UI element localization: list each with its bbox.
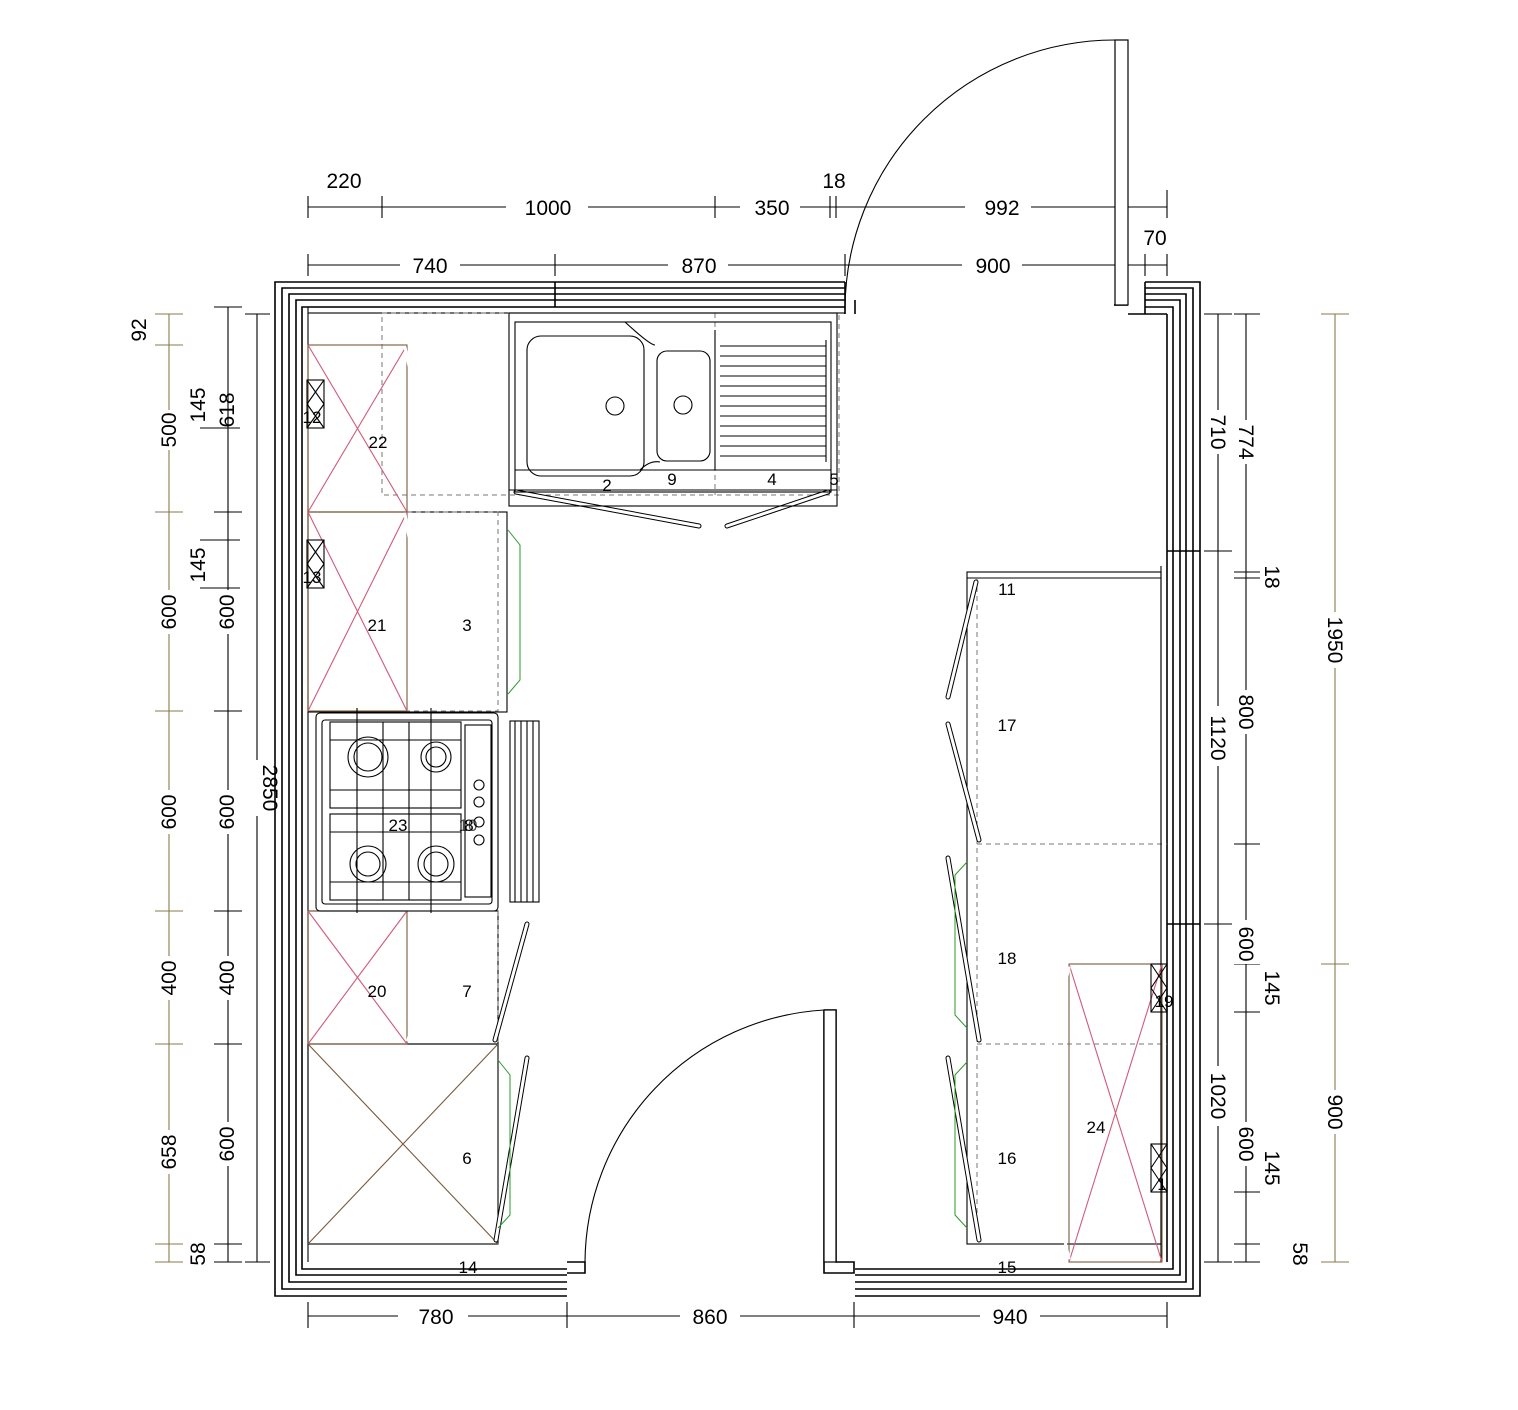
bottom-door[interactable] [584,1009,837,1263]
dim-left-400: 400 [158,960,181,995]
unit-label-16: 16 [998,1149,1017,1168]
dimension-labels: 220 1000 350 18 992 740 870 900 70 780 8… [128,170,1346,1329]
dim-right-710: 710 [1206,414,1229,449]
dim-bottom-860: 860 [692,1306,727,1329]
dim-top-1000: 1000 [525,197,572,220]
dim-left-58: 58 [187,1242,210,1265]
unit-label-22: 22 [369,433,388,452]
dim-right-774: 774 [1234,424,1257,459]
dim-right-58: 58 [1288,1242,1311,1265]
sink[interactable] [508,312,838,507]
unit-label-17: 17 [998,716,1017,735]
dim-left-618: 618 [216,392,239,427]
unit-label-21: 21 [368,616,387,635]
hob[interactable] [315,708,540,913]
dim-top-220: 220 [326,170,361,193]
unit-label-1: 1 [1157,1175,1166,1194]
dim-left-600a: 600 [158,594,181,629]
dim-top-70: 70 [1143,227,1166,250]
dim-right-18: 18 [1260,565,1283,588]
unit-label-2: 2 [602,476,611,495]
unit-label-15: 15 [998,1258,1017,1277]
unit-label-4: 4 [767,470,776,489]
dim-right-800: 800 [1234,694,1257,729]
dim-left-92: 92 [128,318,151,341]
unit-label-7: 7 [462,982,471,1001]
dim-left-600c: 600 [216,594,239,629]
right-run-units [945,566,1168,1263]
dim-left-600b: 600 [158,794,181,829]
dim-left-145b: 145 [187,547,210,582]
dim-left-2850: 2850 [258,765,281,812]
dim-left-658: 658 [158,1134,181,1169]
dim-left-145a: 145 [187,387,210,422]
walls [274,281,1201,1297]
dim-left-400b: 400 [216,960,239,995]
dim-top-18: 18 [822,170,845,193]
unit-label-8: 8 [464,816,473,835]
dim-right-1020: 1020 [1206,1073,1229,1120]
dim-right-900: 900 [1323,1094,1346,1129]
dim-top-900: 900 [975,255,1010,278]
unit-label-3: 3 [462,616,471,635]
dim-right-1950: 1950 [1323,617,1346,664]
unit-label-9: 9 [667,470,676,489]
unit-label-19: 19 [1155,992,1174,1011]
dim-top-350: 350 [754,197,789,220]
unit-label-5: 5 [829,470,838,489]
dim-top-870: 870 [681,255,716,278]
unit-label-18: 18 [998,949,1017,968]
top-door[interactable] [844,39,1129,311]
dimension-lines [200,190,1260,1328]
unit-label-24: 24 [1087,1118,1106,1137]
unit-label-10: 10 [459,816,478,835]
dim-right-600a: 600 [1234,926,1257,961]
dim-left-600e: 600 [216,1126,239,1161]
unit-label-11: 11 [998,580,1016,599]
dimension-text-masks [155,195,1349,1328]
unit-labels: 2 9 4 5 12 22 13 21 3 23 8 10 20 7 6 14 … [303,408,1174,1277]
dim-bottom-940: 940 [992,1306,1027,1329]
dim-right-1120: 1120 [1206,715,1229,760]
dim-top-992: 992 [984,197,1019,220]
drainer-grooves [720,340,827,462]
unit-label-14: 14 [459,1258,478,1277]
dim-left-600d: 600 [216,794,239,829]
dim-right-145b: 145 [1260,1150,1283,1185]
dim-bottom-780: 780 [418,1306,453,1329]
dim-right-145a: 145 [1260,970,1283,1005]
dim-top-740: 740 [412,255,447,278]
unit-label-23: 23 [389,816,408,835]
dim-right-600b: 600 [1234,1126,1257,1161]
left-run-units [306,306,846,1262]
dim-left-500: 500 [158,412,181,447]
unit-label-13: 13 [303,568,322,587]
unit-label-6: 6 [462,1149,471,1168]
unit-label-12: 12 [303,408,322,427]
unit-label-20: 20 [368,982,387,1001]
